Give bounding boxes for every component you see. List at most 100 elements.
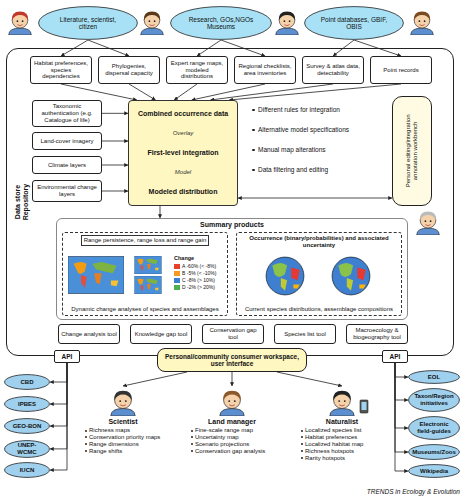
label-slot: Manual map alterations	[252, 146, 372, 153]
node-text: IPBES	[18, 401, 36, 408]
consumer-ellipse: CBD	[4, 374, 50, 390]
naturalist-figure	[330, 391, 354, 416]
node-text: Overlay	[173, 130, 194, 137]
legend-swatch	[174, 278, 180, 283]
data-box: Land-cover imagery	[32, 132, 102, 150]
data-box: Survey & atlas data, detectability	[302, 56, 364, 84]
api-box: API	[54, 350, 80, 363]
connector	[50, 363, 67, 449]
legend-row: A -60% (< -8%)	[174, 263, 226, 270]
data-box: Taxonomic authentication (e.g. Catalogue…	[32, 100, 102, 127]
label-slot: Different rules for integration	[252, 106, 372, 113]
legend-swatch	[174, 264, 180, 269]
legend-box: A -60% (< -8%) B -5% (< -10%) C -8% (> 10%…	[174, 263, 226, 291]
node-text: UNEP-WCMC	[9, 442, 45, 456]
legend-swatch	[174, 285, 180, 290]
legend-row: C -8% (> 10%)	[174, 277, 226, 284]
node-text: Range dimensions	[84, 441, 162, 448]
node-text: Model	[175, 169, 191, 176]
connector	[50, 363, 67, 382]
node-text: Species list tool	[284, 331, 326, 338]
node-text: API	[62, 353, 73, 360]
legend-text: B -5% (< -10%)	[182, 271, 216, 276]
contributor-figure	[411, 12, 434, 35]
journal-credit: TRENDS in Ecology & Evolution	[300, 488, 460, 495]
consumer-ellipse: Museums/Zoos	[408, 444, 460, 460]
node-text: Point databases, GBIF, OBIS	[318, 16, 390, 31]
legend-text: C -8% (> 10%)	[182, 278, 215, 283]
contributor-figure	[141, 12, 164, 35]
data-box: Point records	[370, 56, 432, 84]
connector	[395, 363, 408, 428]
node-text: Localized habitat map	[300, 441, 384, 448]
connector	[102, 141, 128, 142]
consumer-ellipse: IUCN	[4, 462, 50, 478]
scientist-figure	[111, 391, 135, 416]
node-text: Conservation gap analysis	[190, 448, 274, 455]
ellipse-shape	[39, 7, 138, 40]
connector	[277, 372, 342, 386]
user-group: Land managerFine-scale range mapUncertai…	[190, 386, 274, 466]
workbench-box: Personal editing/integration annotation …	[392, 96, 432, 206]
node-text: Conservation gap tool	[205, 327, 261, 341]
node-text: Research, GOs,NGOs Museums	[184, 16, 258, 31]
node-text: Localized species list	[300, 427, 384, 434]
legend-row: D -2% (> 20%)	[174, 284, 226, 291]
api-box: API	[382, 350, 408, 363]
workspace-box: Personal/community consumer workspace, u…	[157, 348, 307, 372]
data-box: Climate layers	[32, 156, 102, 174]
connector	[232, 372, 233, 386]
node-text: Occurrence (binary/probabilities) and as…	[239, 235, 399, 249]
data-box: Expert range maps, modeled distributions	[166, 56, 228, 84]
product-panel: Occurrence (binary/probabilities) and as…	[236, 232, 402, 316]
phone-icon	[360, 400, 368, 413]
legend-row: B -5% (< -10%)	[174, 270, 226, 277]
ellipse-shape	[409, 371, 460, 384]
repository-frame: Data store RepositoryHabitat preferences…	[6, 48, 454, 356]
legend-text: D -2% (> 20%)	[182, 285, 215, 290]
integration-box: Combined occurrence dataOverlayFirst-lev…	[128, 100, 238, 206]
node-text: Range persistence, range loss and range …	[81, 235, 210, 246]
node-text: Expert range maps, modeled distributions	[169, 60, 225, 81]
connector	[395, 363, 408, 377]
legend-swatch	[174, 271, 180, 276]
node-text: IUCN	[20, 467, 35, 474]
occurrence-globe	[332, 257, 370, 295]
node-text: Regional checklists, area inventories	[237, 63, 293, 77]
connector	[395, 363, 408, 400]
bullet-note: Manual map alterations	[252, 146, 372, 153]
label-slot: Change	[174, 255, 224, 261]
consumer-ellipse: EOL	[408, 370, 460, 384]
bullet-note: Data filtering and editing	[252, 166, 372, 173]
node-text: EOL	[428, 374, 440, 381]
legend-text: A -60% (< -8%)	[182, 264, 216, 269]
ellipse-shape	[5, 397, 50, 412]
node-text: GEO-BON	[13, 423, 42, 430]
user-group: NaturalistLocalized species listHabitat …	[300, 386, 384, 476]
connector	[238, 198, 392, 199]
consumer-ellipse: GEO-BON	[4, 418, 50, 434]
consumer-ellipse: UNEP-WCMC	[4, 440, 50, 458]
user-group: ScientistRichness mapsConservation prior…	[84, 386, 162, 466]
ellipse-shape	[5, 463, 50, 478]
label-slot: TRENDS in Ecology & Evolution	[300, 488, 460, 495]
node-text: Phylogenies, dispersal capacity	[101, 63, 157, 77]
bullet-note: Alternative model specifications	[252, 126, 372, 133]
node-text: Personal/community consumer workspace, u…	[162, 353, 302, 368]
node-text: Conservation priority maps	[84, 434, 162, 441]
node-text: Survey & atlas data, detectability	[305, 63, 361, 77]
node-text: Data store Repository	[14, 172, 30, 232]
connector	[50, 363, 67, 404]
node-text: Fine-scale range map	[190, 427, 274, 434]
node-text: Rarity hotspots	[300, 455, 384, 462]
editor-figure	[417, 212, 440, 235]
label-slot: Data filtering and editing	[252, 166, 372, 173]
source-ellipse: Point databases, GBIF, OBIS	[304, 6, 404, 40]
node-text: Wikipedia	[420, 468, 448, 475]
node-text: Uncertainty map	[190, 434, 274, 441]
node-text: Museums/Zoos	[412, 449, 456, 456]
land-manager-figure	[220, 391, 244, 416]
source-ellipse: Research, GOs,NGOs Museums	[170, 6, 272, 40]
contributor-figure	[9, 12, 32, 35]
data-box: Regional checklists, area inventories	[234, 56, 296, 84]
